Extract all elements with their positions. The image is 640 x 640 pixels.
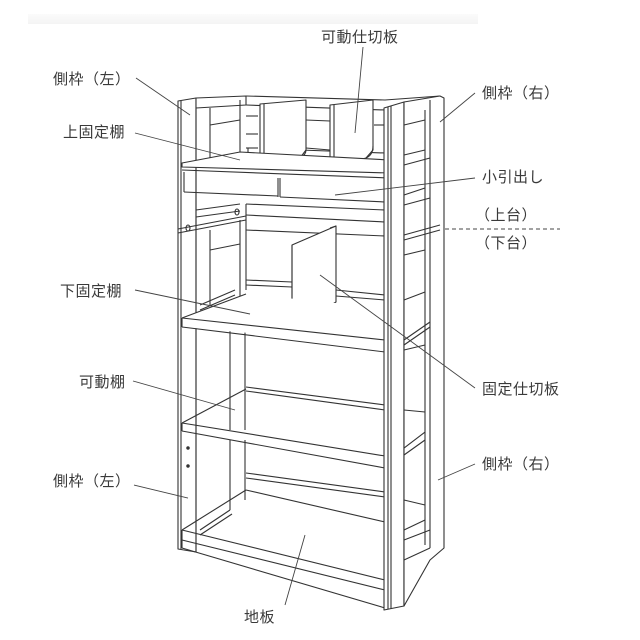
label-side-frame-right-top: 側枠（右） <box>482 84 560 102</box>
label-upper-fixed-shelf: 上固定棚 <box>63 123 126 141</box>
label-upper-unit: （上台） <box>475 206 538 224</box>
upper-fixed-shelf-and-drawers <box>181 151 391 290</box>
top-gradient-band <box>28 14 478 24</box>
label-small-drawer: 小引出し <box>482 168 545 186</box>
right-front-post <box>383 101 405 611</box>
label-movable-divider: 可動仕切板 <box>321 28 399 46</box>
label-movable-shelf: 可動棚 <box>79 373 126 391</box>
label-base-board: 地板 <box>244 608 276 626</box>
lower-fixed-shelf <box>181 293 386 353</box>
base-board <box>181 472 386 609</box>
label-side-frame-right-bottom: 側枠（右） <box>482 455 560 473</box>
label-fixed-divider: 固定仕切板 <box>482 380 560 398</box>
label-lower-unit: （下台） <box>475 234 538 252</box>
label-lower-fixed-shelf: 下固定棚 <box>60 282 123 300</box>
label-side-frame-left-bottom: 側枠（左） <box>53 472 131 490</box>
movable-shelf <box>181 386 386 469</box>
label-side-frame-left-top: 側枠（左） <box>53 70 131 88</box>
leader-lines <box>132 46 560 606</box>
